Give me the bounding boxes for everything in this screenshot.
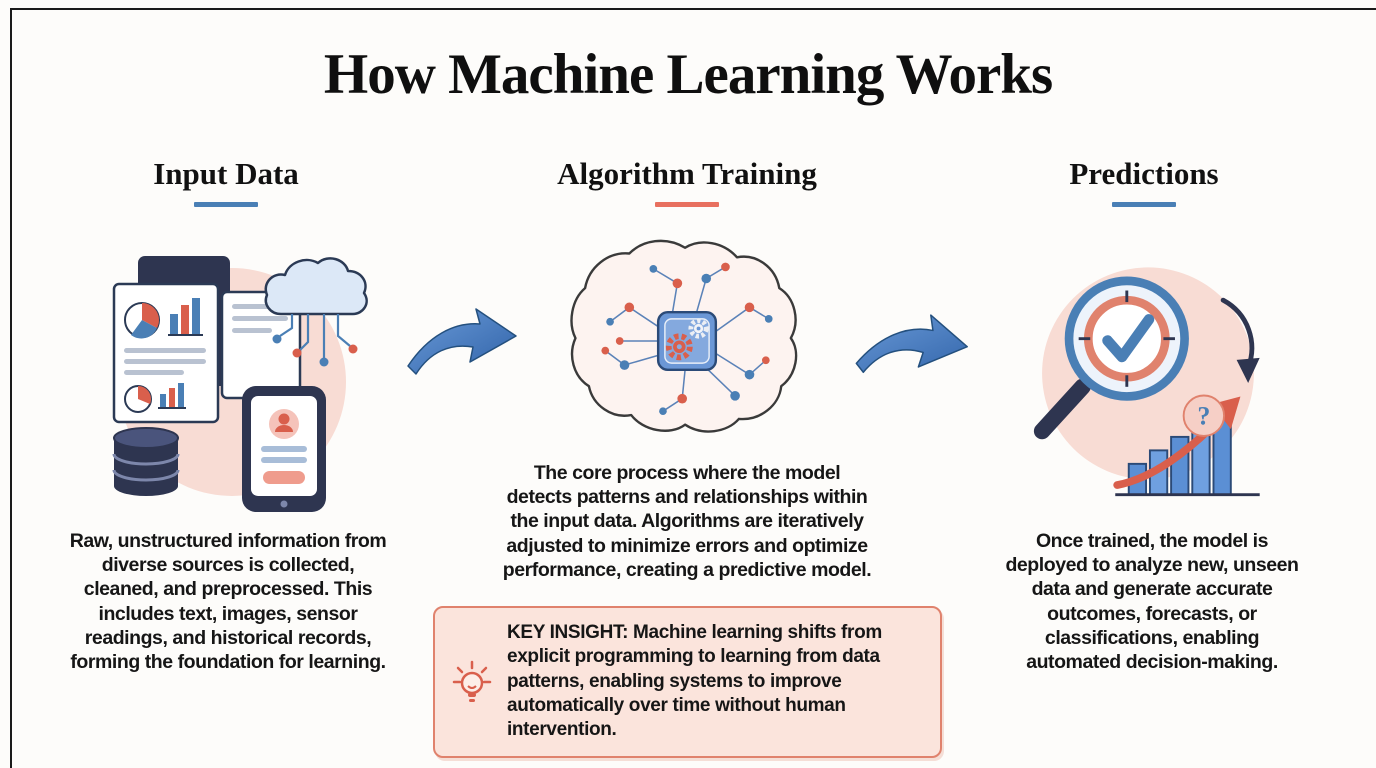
algorithm-training-description: The core process where the model detects… [502,462,872,581]
neural-nodes [601,262,773,416]
svg-text:?: ? [1197,401,1210,430]
cloud-icon [264,257,368,367]
column-heading-input-data: Input Data [66,156,386,207]
heading-text: Predictions [1069,156,1219,191]
frame-border-left [10,8,12,768]
heading-text: Input Data [153,156,299,191]
heading-accent-bar [1112,202,1176,207]
algorithm-training-illustration [570,239,798,433]
circuit-lines [279,314,351,358]
curved-arrow-icon [1220,297,1260,383]
flow-arrow-icon [407,308,517,375]
heading-accent-bar [194,202,258,207]
page-title: How Machine Learning Works [323,43,1053,106]
key-insight-text: KEY INSIGHT: Machine learning shifts fro… [507,622,882,741]
lightbulb-icon [452,660,492,702]
question-mark-icon: ? [1182,394,1226,437]
bar-chart-glyph [168,298,203,336]
column-heading-algorithm-training: Algorithm Training [520,156,854,207]
pie-chart-glyph [124,302,160,339]
smartphone-icon [242,386,326,512]
key-insight-box: KEY INSIGHT: Machine learning shifts fro… [433,606,942,758]
gear-chip-icon [656,310,718,372]
brain-icon [570,239,798,433]
report-document-icon [112,282,220,424]
predictions-illustration: ? [1033,267,1260,497]
database-icon [112,427,180,496]
mini-bars-glyph [158,383,186,409]
flow-arrow-icon [855,314,968,374]
heading-text: Algorithm Training [557,156,817,191]
target-check-icon [1078,290,1175,387]
heading-accent-bar [655,202,719,207]
pie-chart-glyph-2 [124,385,152,413]
input-data-description: Raw, unstructured information from diver… [69,530,387,673]
column-heading-predictions: Predictions [974,156,1314,207]
gear-grey-icon [688,318,709,339]
predictions-description: Once trained, the model is deployed to a… [1005,530,1299,673]
input-data-illustration [112,256,368,512]
frame-border-top [10,8,1376,10]
magnifier-icon [1033,276,1189,440]
